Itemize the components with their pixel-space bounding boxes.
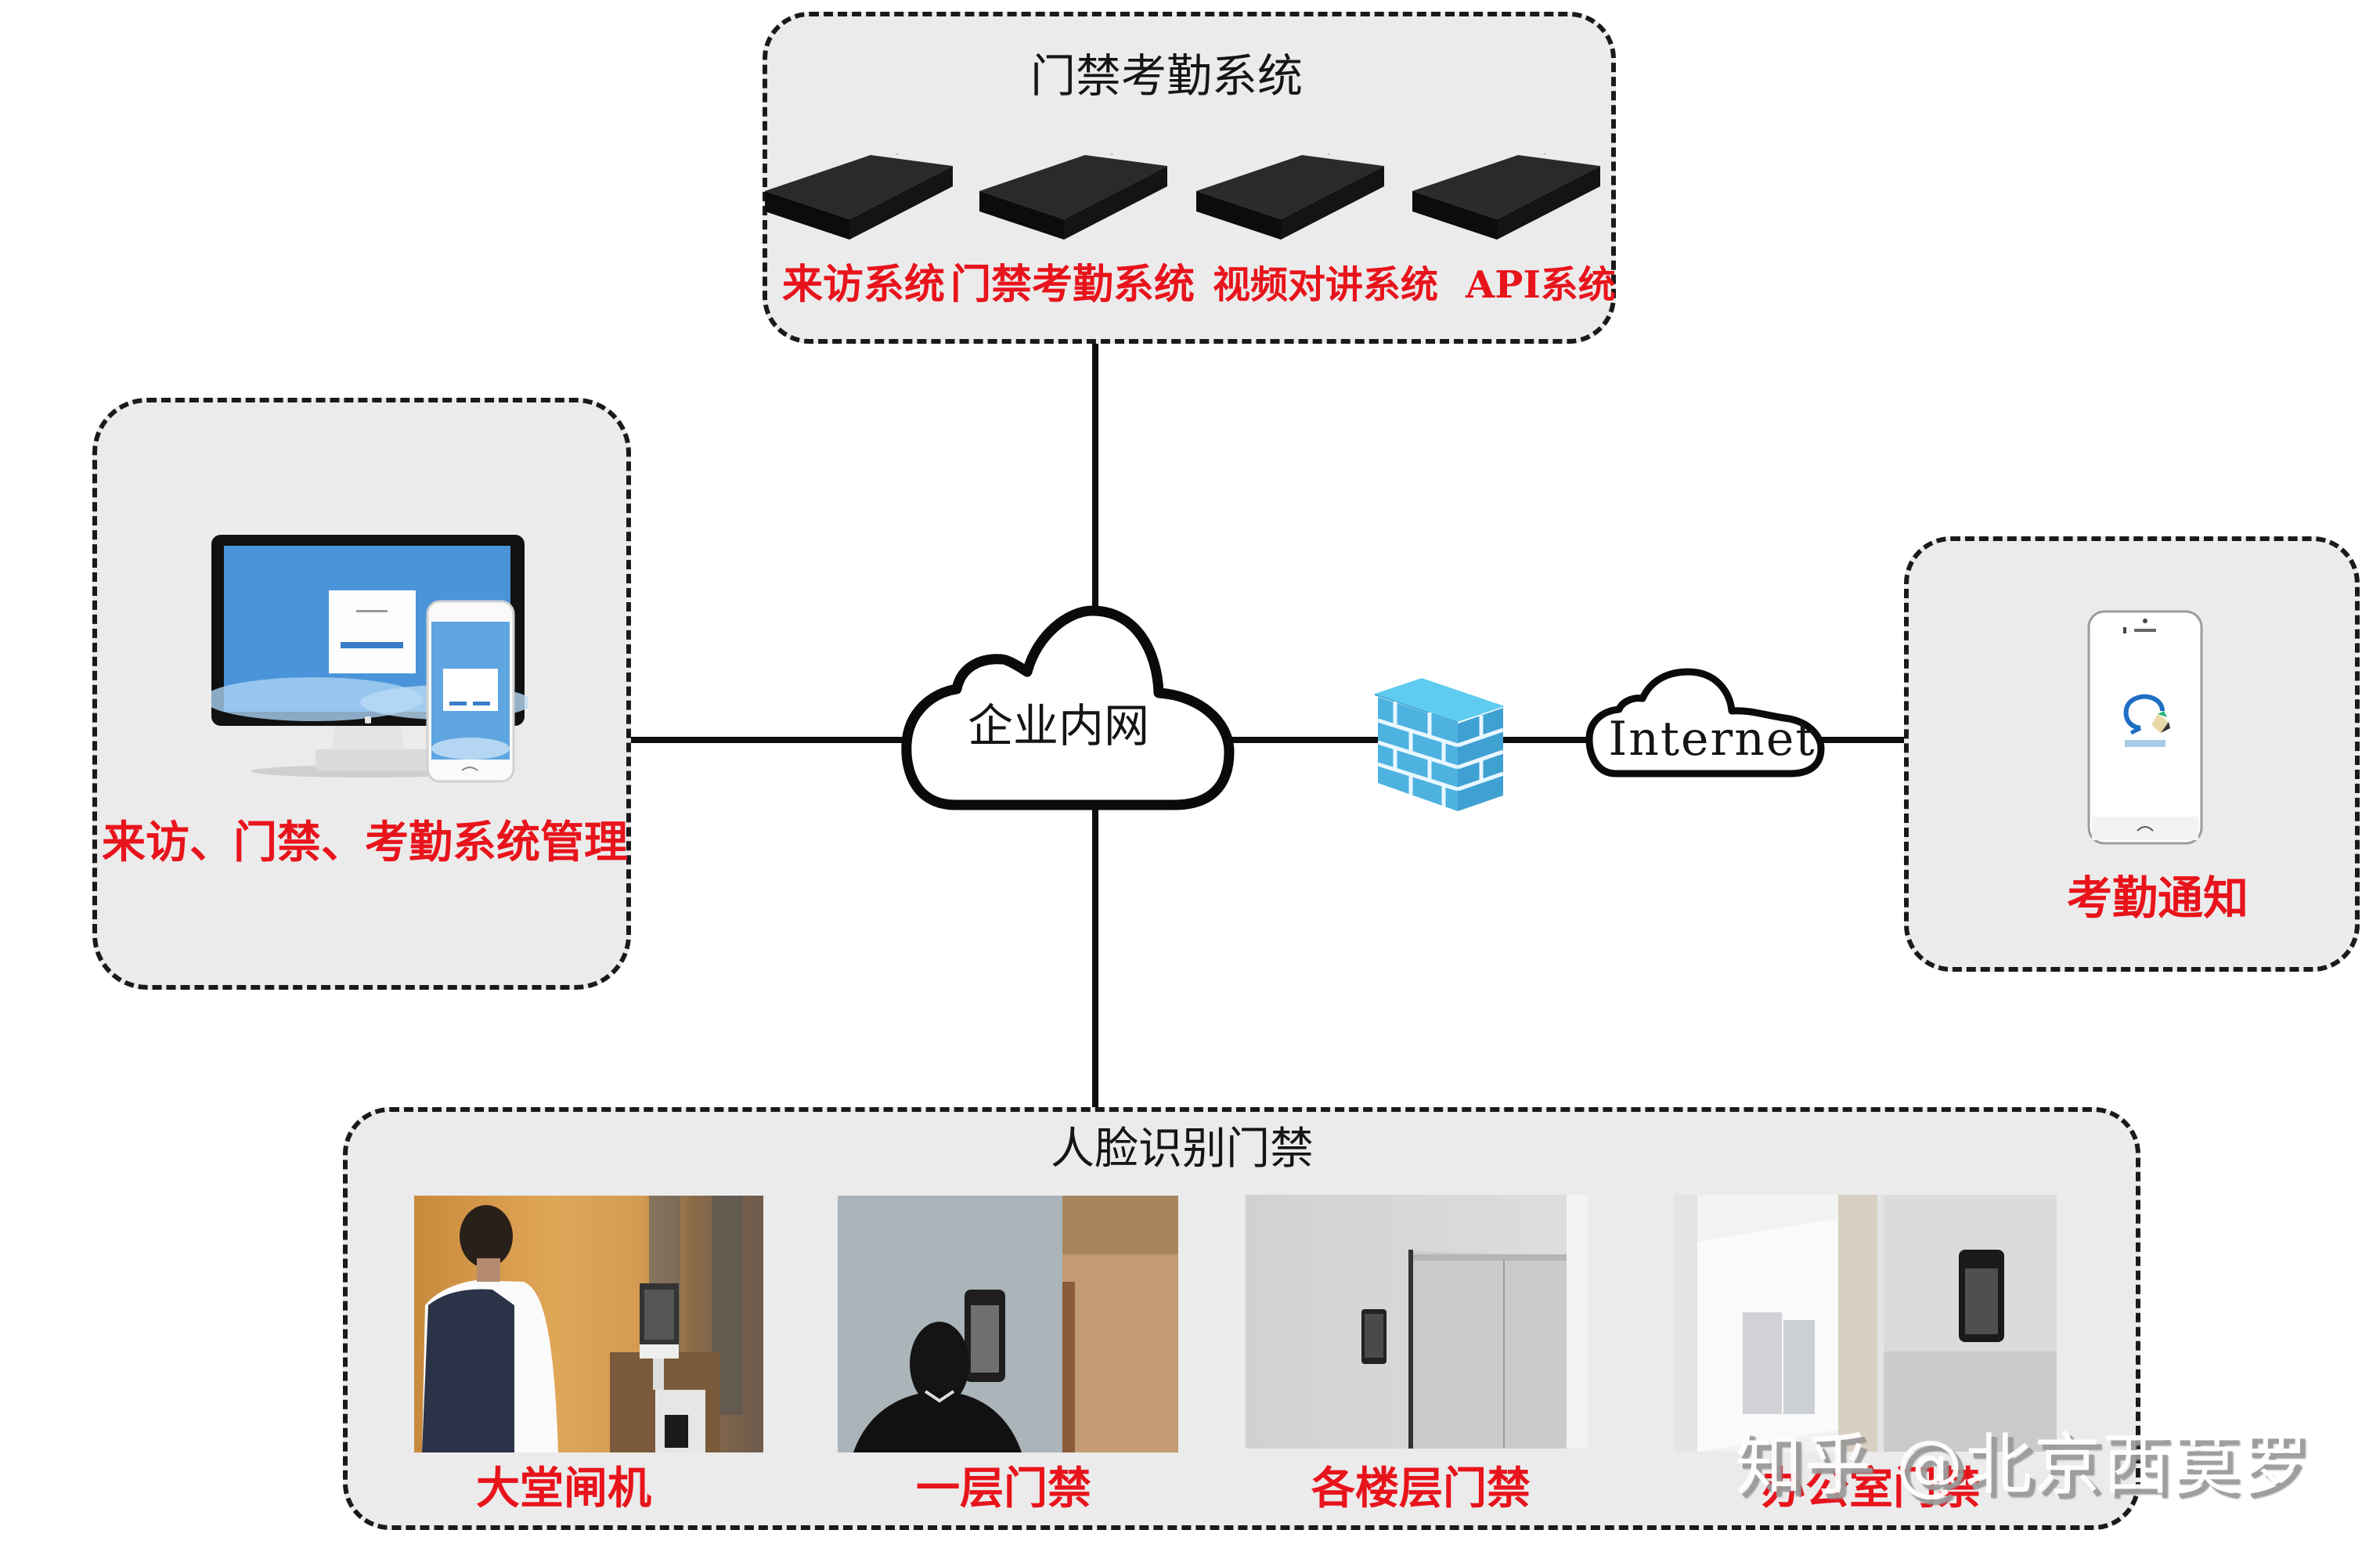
server-icon [765,153,953,240]
watermark-text: 知乎 @北京西莫罗 [1735,1426,2310,1504]
server-label-visitor: 来访系统 [781,261,945,309]
link-top-to-intranet [1092,341,1098,612]
link-left-to-intranet [626,737,908,743]
photo-label-first-floor: 一层门禁 [916,1463,1091,1514]
server-label-access-attendance: 门禁考勤系统 [950,261,1195,309]
attendance-notification-label: 考勤通知 [2067,871,2249,925]
link-internet-to-right [1820,737,1908,743]
photo-label-office: 办公室门禁 [1762,1463,1981,1514]
server-icon [1412,153,1600,240]
app-name-blur [2125,740,2165,747]
group-title-face-recognition: 人脸识别门禁 [1051,1124,1314,1174]
firewall-icon [1375,678,1508,813]
server-visitor-system [765,153,957,241]
internet-cloud [1585,667,1827,781]
cloud-icon [1585,668,1825,778]
management-label: 来访、门禁、考勤系统管理 [102,817,628,868]
intranet-cloud [900,603,1237,816]
lobby-turnstile-photo [414,1196,763,1452]
group-title-access-attendance: 门禁考勤系统 [1030,49,1303,103]
photo-label-lobby-turnstile: 大堂闸机 [476,1463,651,1514]
chat-bubble-logo-icon [2123,694,2172,736]
smartphone-icon [426,600,517,785]
server-label-video-intercom: 视频对讲系统 [1212,263,1438,307]
photo-label-each-floor: 各楼层门禁 [1311,1463,1531,1514]
intranet-cloud-label: 企业内网 [967,699,1149,752]
server-icon [979,153,1167,240]
internet-cloud-label: Internet [1608,712,1816,767]
link-firewall-to-internet [1503,737,1591,743]
floor-door-photo [1246,1195,1588,1449]
server-video-intercom [1196,153,1388,241]
first-floor-door-photo [838,1196,1178,1452]
link-intranet-to-firewall [1229,737,1382,743]
server-label-api: API系统 [1466,263,1616,307]
notification-phone [2087,610,2205,846]
server-api [1412,153,1604,241]
server-access-attendance [979,153,1171,241]
link-intranet-to-bottom [1092,806,1098,1112]
smartphone-icon [2087,610,2203,845]
office-door-photo [1674,1195,2057,1452]
server-icon [1196,153,1384,240]
cloud-icon [901,605,1235,810]
